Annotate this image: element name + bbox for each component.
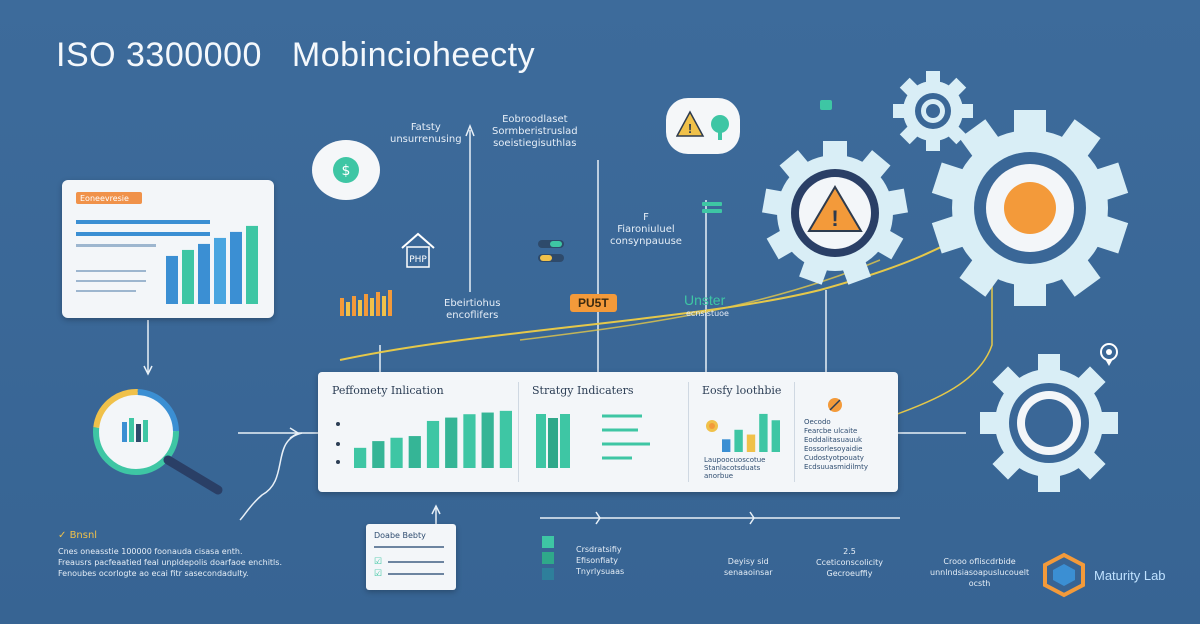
mini-bar-icon xyxy=(340,290,392,316)
chart-bar xyxy=(499,410,512,468)
status-badge: PU5T xyxy=(570,294,617,312)
check-icon: ☑ xyxy=(374,556,383,566)
warning-icon: ! xyxy=(676,110,729,140)
chart-bar xyxy=(166,255,178,304)
teal-dot xyxy=(820,100,832,110)
performance-bar-chart xyxy=(354,410,512,468)
report-card-header: Eoneevresie xyxy=(76,192,142,204)
hexagon-logo-icon xyxy=(1043,552,1085,598)
chart-bar xyxy=(354,447,367,468)
chart-bar xyxy=(198,243,210,304)
checklist-title: Doabe Bebty xyxy=(374,531,426,540)
page-title: ISO 3300000 Mobincioheecty xyxy=(56,36,535,75)
report-line xyxy=(76,280,146,282)
svg-text:!: ! xyxy=(831,206,838,231)
gear-icon xyxy=(893,71,973,151)
warning-pill: ! xyxy=(666,98,740,154)
report-line xyxy=(76,232,210,236)
chart-bar xyxy=(734,429,743,452)
chart-bar xyxy=(722,439,731,452)
title-iso: ISO 3300000 xyxy=(56,36,262,74)
panel-feasibility-title: Eosfy loothbie xyxy=(702,384,782,397)
panel-strategy-title: Stratgy Indicaters xyxy=(532,384,634,397)
panel-performance-title: Peffomety Inlication xyxy=(332,384,444,397)
toggle-icon xyxy=(538,240,564,262)
chart-bar xyxy=(230,231,242,304)
info-heading: ✓ Bnsnl xyxy=(58,530,98,541)
unster-sub: ecnsistuoe xyxy=(686,309,729,318)
no-entry-icon xyxy=(828,398,842,412)
house-icon: PHP xyxy=(401,232,435,268)
svg-text:!: ! xyxy=(688,121,692,136)
unster-label: Unster xyxy=(684,292,726,308)
chart-bar xyxy=(214,237,226,304)
strategy-chart xyxy=(536,414,650,468)
timeline-label: Crooo ofliscdrbide unnlndsiasoapuslucoue… xyxy=(930,557,1030,588)
feasibility-bar-chart xyxy=(722,413,780,452)
gear-mini-icon xyxy=(706,420,718,432)
bullet xyxy=(336,422,340,426)
report-line xyxy=(76,244,156,247)
report-line xyxy=(76,270,146,272)
dollar-icon: $ xyxy=(333,157,359,183)
legend-swatch xyxy=(542,552,554,564)
divider xyxy=(688,382,689,482)
dollar-badge: $ xyxy=(312,140,380,200)
check-icon: ☑ xyxy=(374,568,383,578)
chart-bar xyxy=(746,434,756,452)
gear-warning-icon: ! xyxy=(762,141,908,285)
gear-large-icon xyxy=(931,110,1129,306)
chart-bar xyxy=(445,417,458,468)
stack-icon xyxy=(702,202,722,213)
chart-bar xyxy=(759,413,768,452)
report-line xyxy=(76,220,210,224)
chart-bar xyxy=(246,225,258,304)
legend-swatch xyxy=(542,536,554,548)
svg-text:$: $ xyxy=(342,163,351,179)
timeline-label: Deyisy sid senaaoinsar xyxy=(724,557,773,577)
chart-bar xyxy=(182,249,194,304)
legend-text: Crsdratsifiy Efisonfiaty Tnyrlysuaas xyxy=(576,545,625,576)
checklist-line xyxy=(388,561,444,563)
location-icon xyxy=(1100,343,1118,366)
legend-swatch xyxy=(542,568,554,580)
chart-bar xyxy=(771,420,780,452)
panel-caption: Laupoocuoscotue Stanlacotsduats anorbue xyxy=(704,456,766,480)
chart-bar xyxy=(463,414,476,468)
timeline-label: 2.5 Cceticonscolicity Gecroeuffiy xyxy=(816,547,884,578)
checklist-card: Doabe Bebty ☑ ☑ xyxy=(366,524,456,590)
chart-bar xyxy=(372,441,385,468)
chart-bar xyxy=(390,437,403,468)
magnifier-icon xyxy=(93,389,223,495)
annotation-label: Eobroodlaset Sormberistruslad soeistiegi… xyxy=(492,114,578,149)
divider xyxy=(794,382,795,482)
panel-notes: Oecodo Fearcbe ulcaite Eoddalitasuauuk E… xyxy=(804,418,868,471)
report-card: Eoneevresie xyxy=(62,180,274,318)
report-line xyxy=(76,290,136,292)
gear-bottom-icon xyxy=(980,354,1118,492)
annotation-label: Ebeirtiohus encoflifers xyxy=(444,298,501,321)
divider xyxy=(518,382,519,482)
brand-name: Maturity Lab xyxy=(1094,568,1166,583)
annotation-label: Fatsty unsurrenusing xyxy=(390,122,462,145)
annotation-label: F Fiaroniuluel consynpauuse xyxy=(610,212,682,247)
chart-bar xyxy=(426,420,440,468)
dashboard-panel: Peffomety Inlication Stratgy Indicaters … xyxy=(318,372,898,492)
checklist-line xyxy=(388,573,444,575)
title-subject: Mobincioheecty xyxy=(291,36,536,74)
svg-text:PHP: PHP xyxy=(409,255,427,265)
checklist-line xyxy=(374,546,444,548)
bullet xyxy=(336,442,340,446)
info-lines: Cnes oneasstie 100000 foonauda cisasa en… xyxy=(58,547,282,578)
chart-bar xyxy=(481,412,494,468)
bullet xyxy=(336,460,340,464)
chart-bar xyxy=(408,436,421,468)
report-bar-chart xyxy=(166,225,258,304)
